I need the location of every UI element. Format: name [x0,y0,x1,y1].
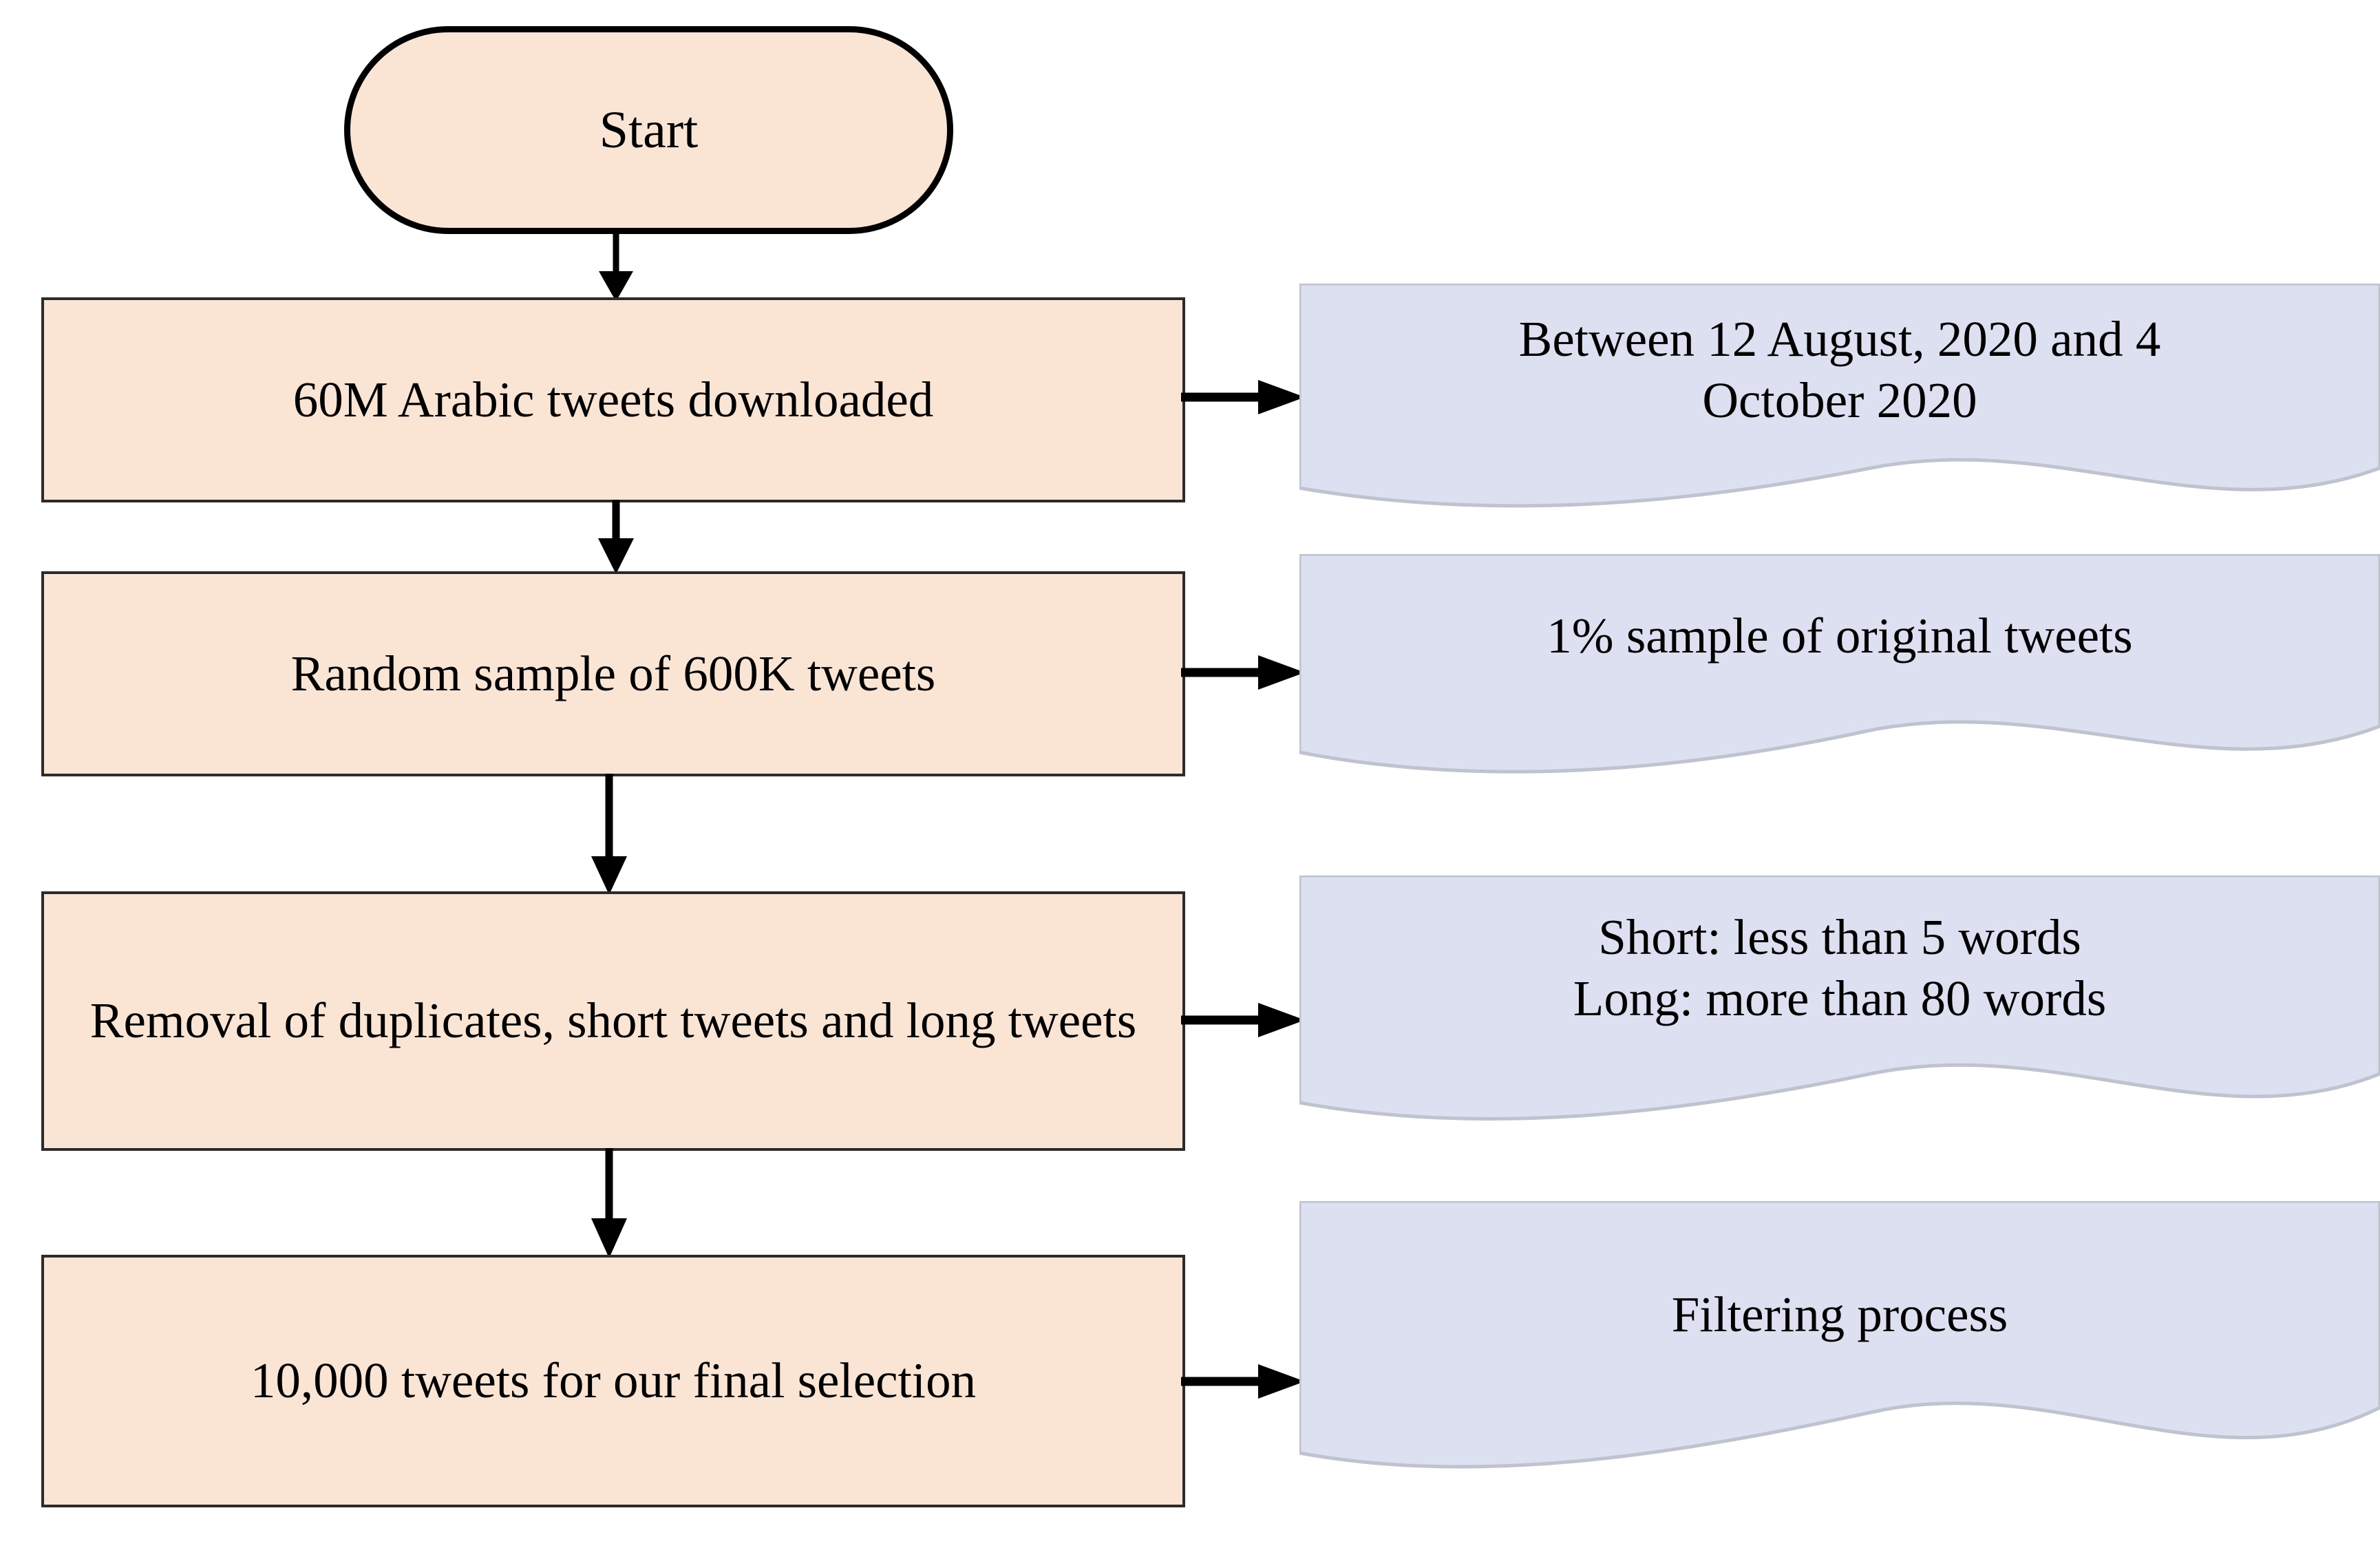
note-1-line-2: October 2020 [1702,372,1977,429]
start-node[interactable]: Start [344,26,953,234]
process-step-3[interactable]: Removal of duplicates, short tweets and … [41,891,1185,1151]
arrow-right-icon [1181,1003,1305,1037]
document-shape-icon [1299,1201,2380,1469]
note-3: Short: less than 5 words Long: more than… [1299,876,2380,1137]
document-shape-icon [1299,876,2380,1121]
note-1: Between 12 August, 2020 and 4 October 20… [1299,284,2380,521]
connector-step-1-to-note-1 [1181,375,1305,419]
note-1-line-1: Between 12 August, 2020 and 4 [1518,311,2161,367]
arrow-down-icon [591,774,627,895]
process-step-3-label: Removal of duplicates, short tweets and … [89,993,1137,1049]
process-step-4[interactable]: 10,000 tweets for our final selection [41,1255,1185,1507]
process-step-1-label: 60M Arabic tweets downloaded [293,371,934,427]
arrow-right-icon [1181,380,1305,414]
note-3-line-1: Short: less than 5 words [1598,909,2081,965]
arrow-down-icon [591,1148,627,1258]
process-step-4-label: 10,000 tweets for our final selection [250,1353,977,1409]
note-2-text: 1% sample of original tweets [1299,605,2380,666]
arrow-right-icon [1181,1364,1305,1399]
document-shape-icon [1299,284,2380,508]
arrow-down-icon [598,500,634,574]
arrow-right-icon [1181,655,1305,690]
document-shape-icon [1299,554,2380,774]
process-step-1[interactable]: 60M Arabic tweets downloaded [41,297,1185,502]
process-step-2[interactable]: Random sample of 600K tweets [41,571,1185,776]
connector-step-1-to-step-2 [588,500,644,574]
note-4: Filtering process [1299,1201,2380,1490]
connector-step-4-to-note-4 [1181,1359,1305,1403]
note-2: 1% sample of original tweets [1299,554,2380,788]
connector-step-2-to-note-2 [1181,650,1305,694]
note-3-text: Short: less than 5 words Long: more than… [1299,906,2380,1029]
note-1-text: Between 12 August, 2020 and 4 October 20… [1299,308,2380,431]
start-node-label: Start [599,101,699,159]
connector-start-to-step-1 [588,231,644,301]
connector-step-3-to-step-4 [582,1148,637,1258]
connector-step-3-to-note-3 [1181,998,1305,1042]
arrow-down-icon [599,231,633,301]
connector-step-2-to-step-3 [582,774,637,895]
note-3-line-2: Long: more than 80 words [1573,971,2107,1027]
note-4-line-1: Filtering process [1671,1286,2008,1342]
note-4-text: Filtering process [1299,1284,2380,1345]
note-2-line-1: 1% sample of original tweets [1547,608,2133,664]
process-step-2-label: Random sample of 600K tweets [290,645,936,701]
